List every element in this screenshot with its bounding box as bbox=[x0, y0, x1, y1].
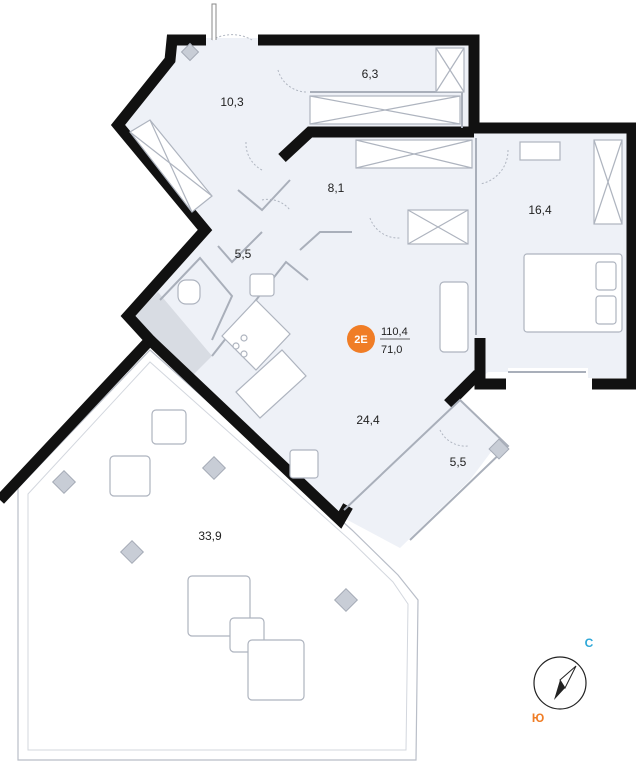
planters bbox=[51, 42, 510, 613]
exterior-walls bbox=[0, 34, 636, 529]
compass-north: С bbox=[585, 636, 594, 650]
entry-door bbox=[211, 3, 217, 40]
apartment-floor bbox=[118, 38, 628, 548]
room-area-living: 24,4 bbox=[356, 413, 380, 427]
room-area-balcony: 5,5 bbox=[450, 455, 467, 469]
room-area-hall: 10,3 bbox=[220, 95, 244, 109]
room-area-terrace: 33,9 bbox=[198, 529, 222, 543]
room-area-corridor: 8,1 bbox=[328, 181, 345, 195]
furniture bbox=[109, 47, 623, 701]
living-area: 71,0 bbox=[381, 344, 402, 356]
terrace-outline-inner bbox=[27, 361, 409, 751]
room-area-bathroom: 5,5 bbox=[235, 247, 252, 261]
interior-walls bbox=[159, 91, 586, 541]
terrace-outline bbox=[17, 349, 419, 761]
total-area: 110,4 bbox=[381, 326, 408, 338]
compass-south: Ю bbox=[532, 711, 544, 725]
door-arcs bbox=[211, 34, 509, 447]
room-area-bedroom: 16,4 bbox=[528, 203, 552, 217]
compass: С Ю bbox=[532, 636, 594, 725]
room-area-closet: 6,3 bbox=[362, 67, 379, 81]
badge-label: 2E bbox=[354, 334, 367, 346]
apartment-badge: 2E 110,4 71,0 bbox=[347, 325, 410, 356]
wall-hatch bbox=[132, 292, 212, 378]
badge-circle bbox=[347, 325, 375, 353]
